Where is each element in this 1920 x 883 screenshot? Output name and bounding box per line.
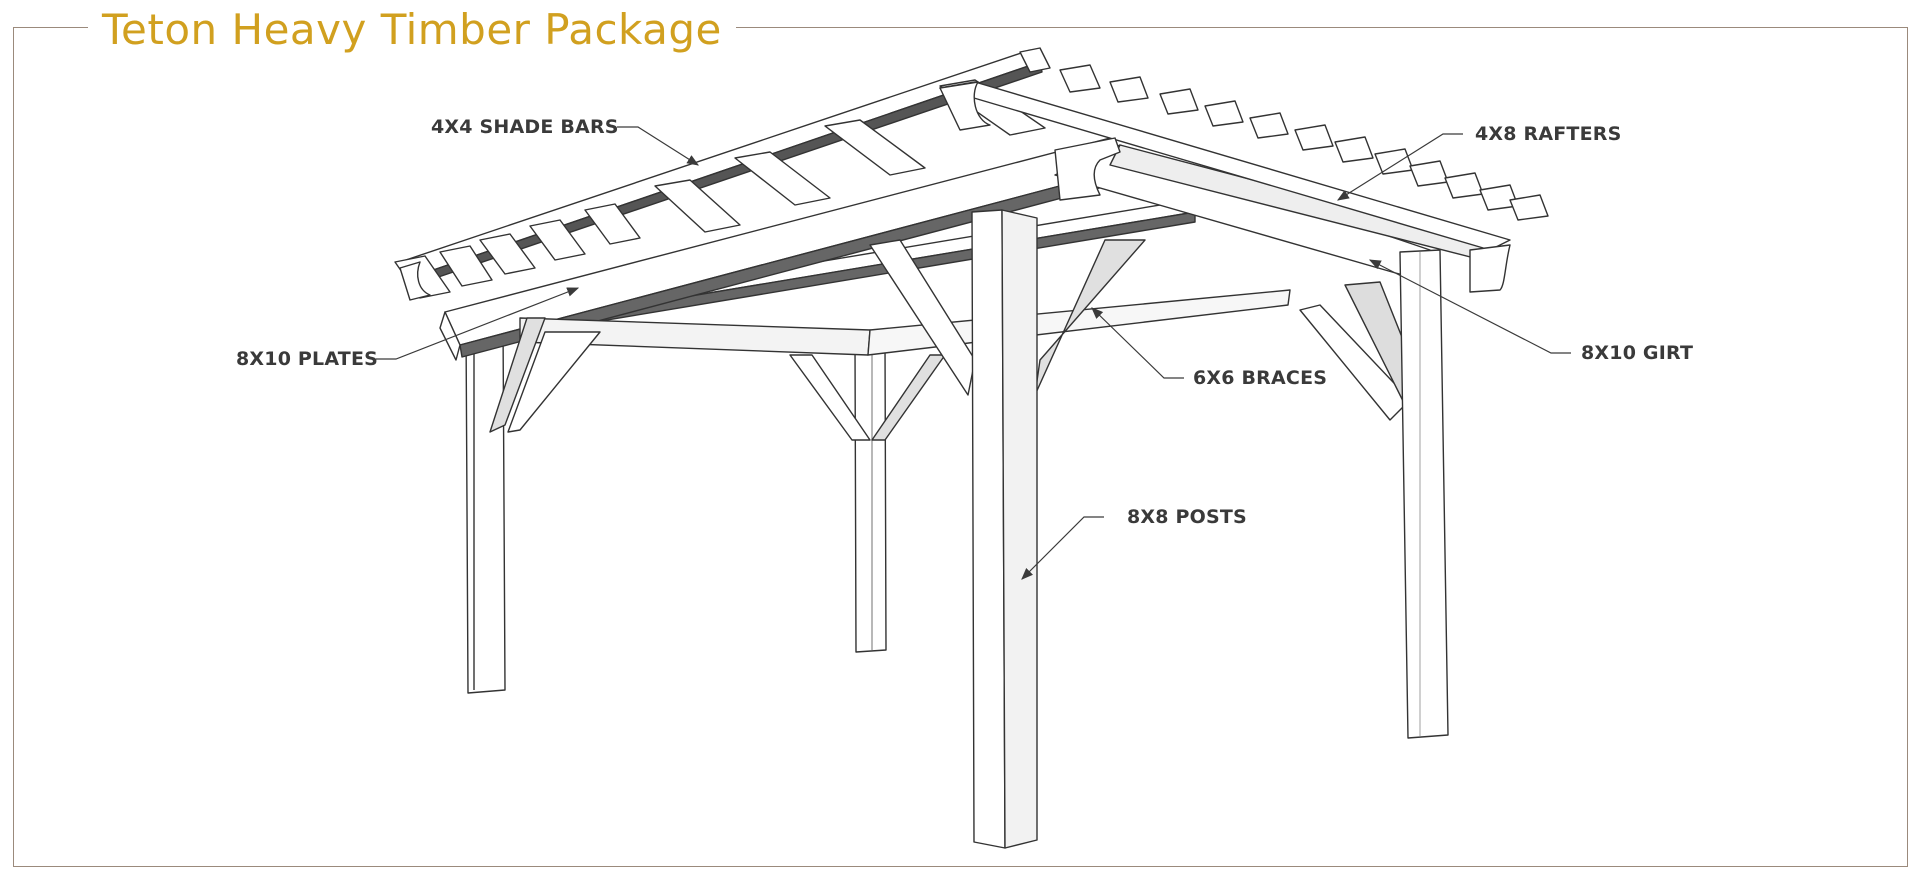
shade-bars bbox=[394, 47, 1549, 299]
front-post bbox=[971, 209, 1038, 849]
plate-beam bbox=[439, 137, 1123, 361]
label-shade-bars: 4X4 SHADE BARS bbox=[431, 116, 619, 138]
label-braces: 6X6 BRACES bbox=[1193, 367, 1328, 389]
label-rafters: 4X8 RAFTERS bbox=[1475, 123, 1622, 145]
back-left-post bbox=[465, 319, 506, 694]
leader-posts bbox=[1021, 516, 1104, 580]
label-plates: 8X10 PLATES bbox=[236, 348, 379, 370]
corbels bbox=[399, 81, 1511, 301]
diagram-frame bbox=[13, 27, 1908, 867]
leader-plates bbox=[376, 287, 580, 360]
diagram-title: Teton Heavy Timber Package bbox=[88, 2, 736, 58]
leader-girt bbox=[1368, 259, 1571, 354]
girt-beam bbox=[939, 81, 1511, 281]
leader-braces bbox=[1091, 307, 1184, 379]
leader-shade-bars bbox=[617, 126, 700, 166]
label-girt: 8X10 GIRT bbox=[1581, 342, 1694, 364]
label-posts: 8X8 POSTS bbox=[1127, 506, 1247, 528]
back-middle-post bbox=[854, 342, 887, 653]
back-right-post bbox=[1399, 249, 1449, 739]
leader-rafters bbox=[1336, 133, 1463, 201]
